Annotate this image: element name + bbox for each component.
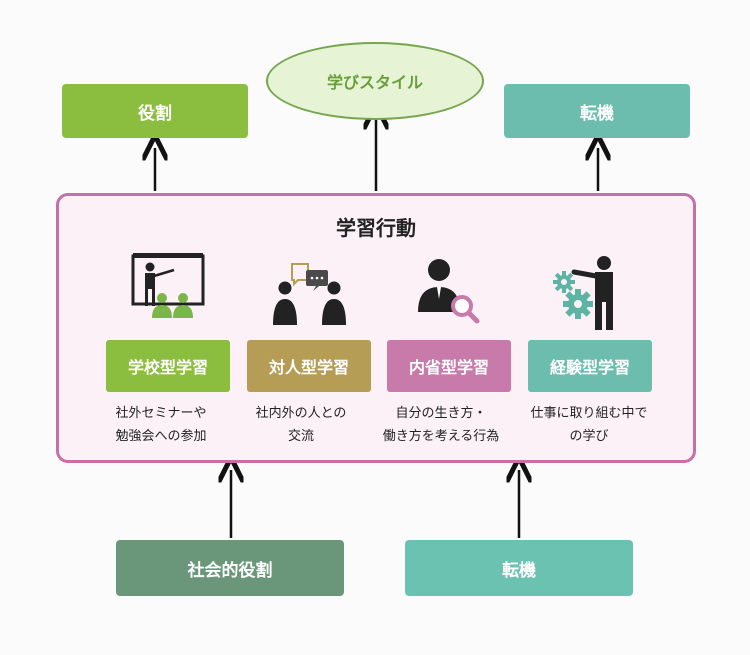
reflective-type-description: 自分の生き方・ 働き方を考える行為 — [366, 402, 516, 448]
school-type-description: 社外セミナーや 勉強会への参加 — [86, 402, 236, 448]
reflective-type-desc-line2: 働き方を考える行為 — [382, 429, 500, 444]
interpersonal-type-desc-line2: 交流 — [287, 429, 314, 444]
person-magnifier-icon — [418, 259, 480, 324]
experiential-type-label-box: 経験型学習 — [528, 340, 652, 392]
role-box: 役割 — [62, 84, 248, 138]
role-label: 役割 — [138, 103, 172, 124]
interpersonal-type-desc-line1: 社内外の人との — [255, 406, 347, 421]
turning-point-label: 転機 — [580, 103, 614, 124]
experiential-type-desc-line1: 仕事に取り組む中で — [530, 406, 648, 421]
learning-behavior-panel: 学習行動 学校型学習 社外セミナーや 勉強会への参加 — [56, 193, 696, 463]
turning-point-box: 転機 — [504, 84, 690, 138]
person-gears-icon — [553, 256, 613, 330]
social-role-label: 社会的役割 — [187, 560, 273, 581]
bottom-turning-point-label: 転機 — [502, 560, 536, 581]
school-type-label-box: 学校型学習 — [106, 340, 230, 392]
experiential-type-desc-line2: の学び — [569, 429, 609, 444]
experiential-type-label: 経験型学習 — [549, 358, 630, 377]
interpersonal-type-label: 対人型学習 — [268, 358, 349, 377]
teacher-whiteboard-icon — [131, 253, 205, 318]
social-role-box: 社会的役割 — [116, 540, 344, 596]
reflective-type-label-box: 内省型学習 — [387, 340, 511, 392]
conversation-icon — [273, 263, 346, 325]
reflective-type-desc-line1: 自分の生き方・ — [395, 406, 487, 421]
bottom-turning-point-box: 転機 — [405, 540, 633, 596]
interpersonal-type-label-box: 対人型学習 — [247, 340, 371, 392]
learning-style-label: 学びスタイル — [326, 73, 423, 92]
school-type-desc-line1: 社外セミナーや — [115, 406, 207, 421]
school-type-label: 学校型学習 — [127, 358, 208, 377]
interpersonal-type-description: 社内外の人との 交流 — [226, 402, 376, 448]
learning-behavior-title: 学習行動 — [336, 216, 416, 240]
school-type-desc-line2: 勉強会への参加 — [115, 429, 207, 444]
experiential-type-description: 仕事に取り組む中で の学び — [514, 402, 664, 448]
reflective-type-label: 内省型学習 — [408, 358, 489, 377]
learning-style-ellipse: 学びスタイル — [266, 42, 484, 120]
